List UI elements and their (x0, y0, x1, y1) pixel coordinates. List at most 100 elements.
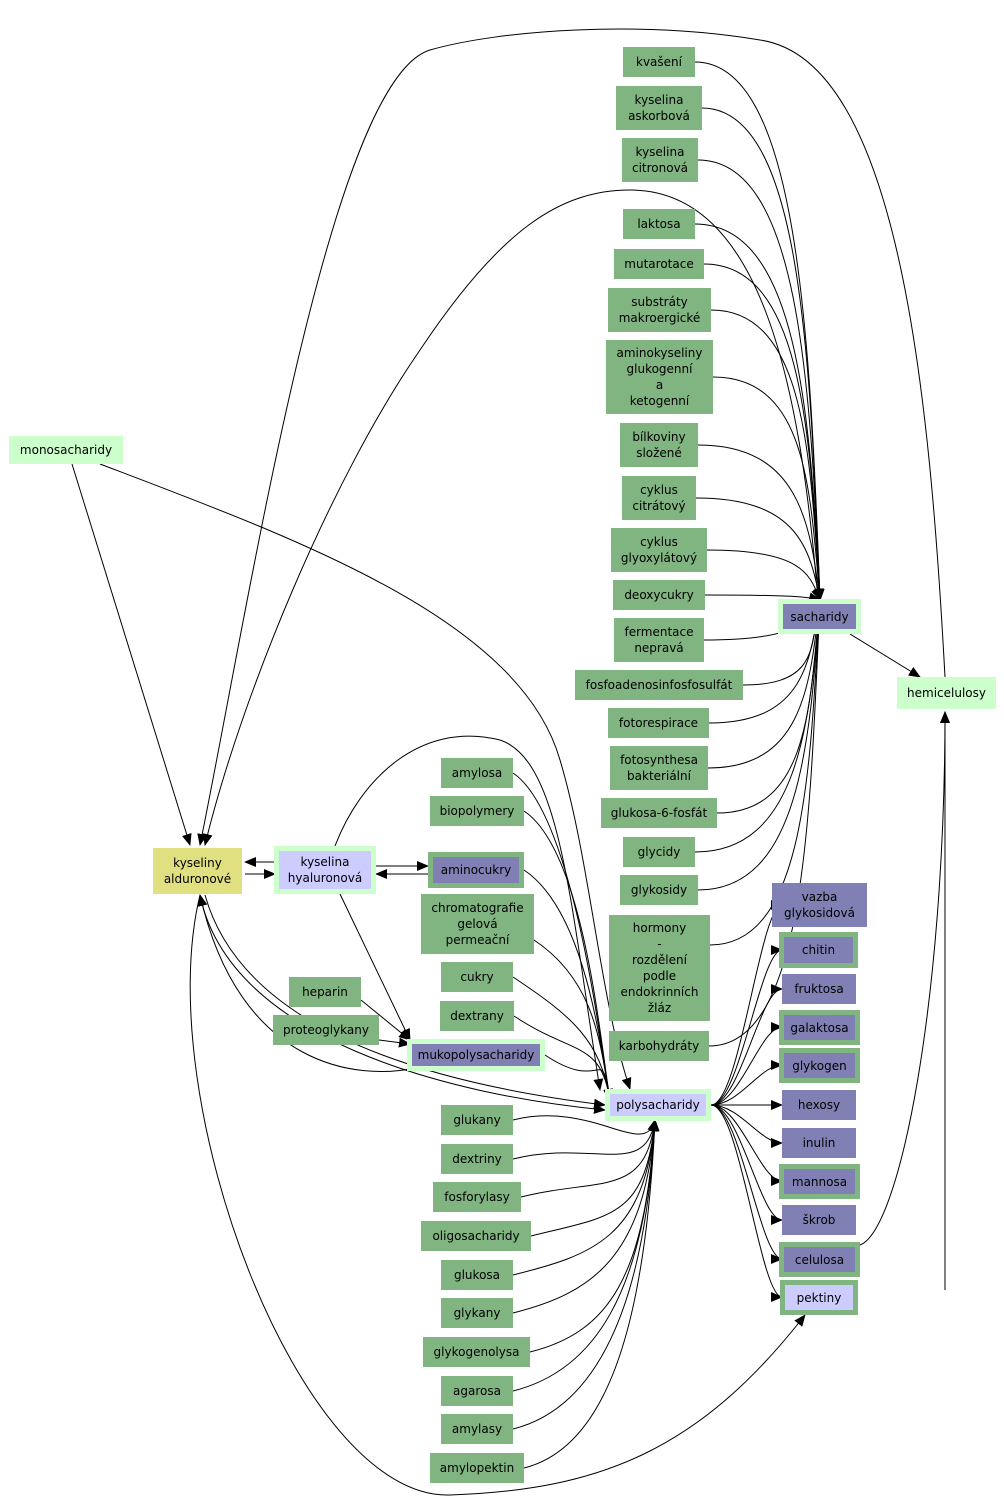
edge-sacharidy-kyseliny (202, 189, 819, 846)
node-dextrany[interactable]: dextrany (440, 1001, 514, 1031)
edge-poly-right (710, 1104, 783, 1186)
edge-proteo-muko (378, 1037, 411, 1048)
node-kvaseni[interactable]: kvašení (623, 47, 695, 77)
edge-to-polysacharidy (544, 1054, 614, 1101)
edge-to-polysacharidy (512, 1119, 660, 1276)
edge-to-polysacharidy (512, 1119, 660, 1314)
node-hexosy[interactable]: hexosy (782, 1090, 856, 1120)
edge-muko-alduron (197, 894, 416, 1072)
node-cyklus-citratovy[interactable]: cyklus citrátový (622, 476, 696, 520)
node-chitin[interactable]: chitin (779, 932, 858, 968)
node-mutarotace[interactable]: mutarotace (614, 249, 704, 279)
node-polysacharidy[interactable]: polysacharidy (605, 1089, 711, 1121)
node-karbohydraty[interactable]: karbohydráty (609, 1031, 709, 1061)
edge-poly-right (710, 1022, 783, 1106)
node-glykany[interactable]: glykany (441, 1298, 513, 1328)
edge-poly-right (710, 1104, 783, 1302)
node-chromatografie[interactable]: chromatografie gelová permeační (421, 894, 534, 954)
edge-to-sacharidy (697, 159, 825, 601)
node-galaktosa[interactable]: galaktosa (779, 1010, 860, 1045)
node-glykogenolysa[interactable]: glykogenolysa (423, 1337, 530, 1367)
edge-to-sacharidy (701, 107, 825, 601)
edge-to-sacharidy (703, 263, 825, 601)
node-kyselina-hyaluronova[interactable]: kyselina hyaluronová (274, 846, 376, 894)
node-inulin[interactable]: inulin (782, 1128, 856, 1158)
node-glycidy[interactable]: glycidy (623, 837, 695, 867)
edge-to-sacharidy (706, 549, 821, 601)
edge-sacharidy-hemicelulosy (849, 633, 921, 678)
node-mukopolysacharidy[interactable]: mukopolysacharidy (407, 1039, 545, 1071)
edge-to-sacharidy (697, 444, 824, 601)
node-hormony[interactable]: hormony - rozdělení podle endokrinních ž… (609, 915, 710, 1021)
node-cukry[interactable]: cukry (441, 962, 513, 992)
node-pektiny[interactable]: pektiny (780, 1280, 858, 1315)
node-substraty[interactable]: substráty makroergické (608, 288, 711, 332)
edge-mono-polysacharidy (99, 463, 632, 1090)
node-kyselina-askorbova[interactable]: kyselina askorbová (616, 86, 702, 130)
node-glukosa[interactable]: glukosa (441, 1260, 513, 1290)
node-fotorespirace[interactable]: fotorespirace (608, 708, 709, 738)
node-hemicelulosy[interactable]: hemicelulosy (897, 677, 996, 709)
edge-mono-kyseliny (71, 463, 192, 846)
node-laktosa[interactable]: laktosa (623, 209, 695, 239)
node-cyklus-glyoxylatovy[interactable]: cyklus glyoxylátový (611, 528, 707, 572)
node-amylasy[interactable]: amylasy (441, 1414, 513, 1444)
node-aminokyseliny[interactable]: aminokyseliny glukogenní a ketogenní (606, 340, 713, 414)
edge-alduron-poly (204, 894, 606, 1109)
node-heparin[interactable]: heparin (289, 977, 361, 1007)
edge-to-polysacharidy (530, 1119, 659, 1237)
edge-to-sacharidy (694, 599, 825, 853)
node-bilkoviny[interactable]: bílkoviny složené (620, 423, 698, 467)
node-amylopektin[interactable]: amylopektin (430, 1453, 524, 1483)
node-skrob[interactable]: škrob (782, 1205, 856, 1235)
node-celulosa[interactable]: celulosa (779, 1242, 860, 1277)
edge-to-sacharidy (695, 497, 823, 601)
node-glukosa-6-fosfat[interactable]: glukosa-6-fosfát (601, 798, 717, 828)
node-dextriny[interactable]: dextriny (441, 1144, 513, 1174)
edge-to-sacharidy (694, 61, 825, 601)
edge-alduron-poly-2 (199, 894, 606, 1114)
edge-poly-right (710, 1104, 783, 1148)
node-mannosa[interactable]: mannosa (779, 1164, 860, 1199)
edge-hyal-muko (339, 893, 411, 1041)
edge-poly-right (710, 1104, 783, 1225)
node-agarosa[interactable]: agarosa (441, 1376, 513, 1406)
node-fruktosa[interactable]: fruktosa (782, 974, 856, 1004)
edge-to-polysacharidy (512, 1119, 659, 1160)
node-biopolymery[interactable]: biopolymery (430, 796, 524, 826)
edge-poly-right (710, 1104, 783, 1264)
node-deoxycukry[interactable]: deoxycukry (613, 580, 705, 610)
node-glykosidy[interactable]: glykosidy (620, 875, 698, 905)
edge-to-sacharidy (710, 309, 825, 601)
edge-poly-right (710, 945, 783, 1106)
node-glykogen[interactable]: glykogen (779, 1048, 860, 1083)
node-amylosa[interactable]: amylosa (441, 758, 513, 788)
node-fotosynthesa[interactable]: fotosynthesa bakteriální (610, 746, 708, 790)
node-aminocukry[interactable]: aminocukry (428, 852, 524, 888)
node-fermentace[interactable]: fermentace nepravá (614, 618, 704, 662)
node-vazba-glykosidova[interactable]: vazba glykosidová (772, 883, 867, 927)
node-fosfoadenosinfosfosulfat[interactable]: fosfoadenosinfosfosulfát (575, 670, 743, 700)
node-kyseliny-alduronove[interactable]: kyseliny alduronové (153, 848, 242, 894)
edge-hyal-poly (334, 735, 604, 1091)
edge-to-polysacharidy (512, 1119, 660, 1430)
node-kyselina-citronova[interactable]: kyselina citronová (622, 138, 698, 182)
edge-to-sacharidy (709, 599, 825, 946)
node-proteoglykany[interactable]: proteoglykany (273, 1015, 379, 1045)
node-monosacharidy[interactable]: monosacharidy (9, 436, 123, 464)
node-oligosacharidy[interactable]: oligosacharidy (421, 1221, 531, 1251)
edge-poly-right (710, 1060, 783, 1106)
edge-to-sacharidy (694, 223, 825, 601)
node-fosforylasy[interactable]: fosforylasy (433, 1182, 521, 1212)
edge-to-polysacharidy (529, 1119, 660, 1353)
edge-celulosa-hemicelulosy-2 (859, 711, 950, 1246)
edge-to-polysacharidy (533, 939, 614, 1101)
edge-alduron-pektiny (189, 894, 806, 1496)
edge-poly-right (710, 900, 783, 1106)
node-glukany[interactable]: glukany (441, 1105, 513, 1135)
edge-to-polysacharidy (523, 1119, 660, 1469)
edge-to-polysacharidy (512, 1119, 660, 1392)
node-sacharidy[interactable]: sacharidy (778, 599, 861, 634)
